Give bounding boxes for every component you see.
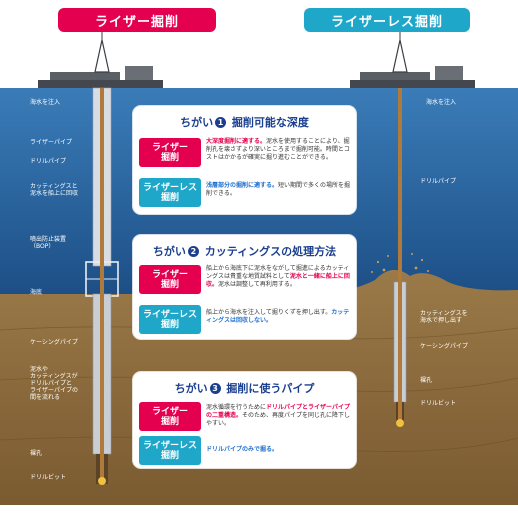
label-casing-pipe-right: ケーシングパイプ — [420, 343, 468, 350]
riserless-title: ライザーレス掘削 — [330, 14, 443, 30]
difference-label: ちがい — [152, 245, 186, 258]
label-line: 間を流れる — [30, 394, 61, 401]
label-cuttings-recovery: カッティングスと 泥水を船上に回収 — [30, 183, 78, 197]
label-line: 泥水を船上に回収 — [30, 190, 79, 197]
body-text: そのため、再度パイプを同じ孔に降下しやすい。 — [206, 412, 351, 427]
body-text: 泥水は調整して再利用する。 — [218, 281, 296, 288]
riser-tag: ライザー掘削 — [139, 402, 201, 431]
difference-number: 3 — [209, 383, 221, 394]
difference-number: 1 — [215, 117, 227, 128]
body-text: 泥水を使用することにより、掘削孔を壊さずより深いところまで掘削可能。時間とコスト… — [206, 138, 350, 161]
label-line: （BOP） — [30, 243, 55, 250]
label-drill-bit-right: ドリルビット — [420, 400, 457, 407]
difference-title: 掘削可能な深度 — [231, 116, 309, 129]
label-seafloor: 海底 — [30, 289, 43, 296]
label-cuttings-pushed: カッティングスを 海水で押し出す — [420, 310, 468, 324]
label-drill-pipe-left: ドリルパイプ — [30, 158, 67, 165]
riserless-tag: ライザーレス掘削 — [139, 305, 201, 334]
right-drilling-ship — [350, 30, 475, 88]
tag-line: 掘削 — [160, 279, 179, 290]
label-riser-pipe: ライザーパイプ — [30, 139, 72, 146]
highlight-text: 浅層部分の掘削に適する。 — [206, 182, 279, 189]
riserless-description: ドリルパイプのみで掘る。 — [206, 446, 352, 454]
riserless-description: 浅層部分の掘削に適する。短い期間で多くの場所を掘削できる。 — [206, 182, 352, 198]
label-borehole-right: 裸孔 — [420, 377, 433, 384]
label-borehole-left: 裸孔 — [30, 450, 43, 457]
riser-title-tab: ライザー掘削 — [58, 8, 216, 32]
label-line: カッティングスが — [30, 373, 78, 380]
riser-description: 船上から海底下に泥水をながして掘進によるカッティングスは貴重な地質試料として泥水… — [206, 265, 352, 289]
highlight-text: 泥水と一緒に船上に回収。 — [206, 273, 350, 288]
label-mud-flow: 泥水や カッティングスが ドリルパイプと ライザーパイプの 間を流れる — [30, 366, 78, 401]
riserless-title-tab: ライザーレス掘削 — [304, 8, 470, 32]
label-line: 海水で押し出す — [420, 317, 463, 324]
riserless-description: 船上から海水を注入して掘りくずを押し出す。カッティングスは回収しない。 — [206, 309, 352, 325]
left-drill-pipe — [100, 88, 104, 480]
body-text: 短い期間で多くの場所を掘削できる。 — [206, 182, 351, 197]
tag-line: 掘削 — [160, 450, 179, 461]
difference-label: ちがい — [180, 116, 214, 129]
riserless-tag: ライザーレス掘削 — [139, 178, 201, 207]
highlight-text: 大深度掘削に適する。 — [206, 138, 267, 145]
left-drill-bit — [98, 477, 106, 485]
right-drill-bit — [396, 419, 404, 427]
tag-line: 掘削 — [160, 416, 179, 427]
highlight-text: カッティングスは回収しない。 — [206, 309, 350, 324]
label-drill-bit-left: ドリルビット — [30, 474, 67, 481]
body-text: 船上から海底下に泥水をながして掘進によるカッティングスは貴重な地質試料として — [206, 265, 350, 280]
label-casing-pipe-left: ケーシングパイプ — [30, 339, 78, 346]
riser-description: 泥水循環を行うためにドリルパイプとライザーパイプの二重構造。そのため、再度パイプ… — [206, 404, 352, 428]
tag-line: 掘削 — [160, 192, 179, 203]
riserless-tag: ライザーレス掘削 — [139, 436, 201, 465]
tag-line: 掘削 — [160, 152, 179, 163]
highlight-text: ドリルパイプのみで掘る。 — [206, 446, 279, 453]
label-line: 泥水や — [30, 366, 49, 373]
label-line: カッティングスと — [30, 183, 78, 190]
difference-title: カッティングスの処理方法 — [204, 245, 337, 258]
label-line: カッティングスを — [420, 310, 468, 317]
body-text: 泥水循環を行うために — [206, 404, 267, 411]
tag-line: ライザー — [151, 269, 188, 280]
riser-tag: ライザー掘削 — [139, 265, 201, 294]
tag-line: ライザーレス — [142, 440, 197, 451]
cuttings-particles — [371, 253, 429, 273]
label-bop: 噴出防止装置 （BOP） — [30, 236, 66, 250]
body-text: 船上から海水を注入して掘りくずを押し出す。 — [206, 309, 332, 316]
riser-description: 大深度掘削に適する。泥水を使用することにより、掘削孔を壊さずより深いところまで掘… — [206, 138, 352, 162]
tag-line: ライザー — [151, 142, 188, 153]
difference-label: ちがい — [174, 382, 208, 395]
label-line: 噴出防止装置 — [30, 236, 67, 243]
left-drilling-ship — [38, 30, 163, 88]
riser-tag: ライザー掘削 — [139, 138, 201, 167]
tag-line: ライザーレス — [142, 182, 197, 193]
tag-line: 掘削 — [160, 319, 179, 330]
label-seawater-injection-left: 海水を注入 — [30, 99, 61, 106]
right-drill-pipe — [398, 88, 402, 422]
label-seawater-injection-right: 海水を注入 — [426, 99, 457, 106]
difference-title: 掘削に使うパイプ — [226, 382, 315, 395]
tag-line: ライザーレス — [142, 309, 197, 320]
label-line: ドリルパイプと — [30, 380, 73, 387]
label-drill-pipe-right: ドリルパイプ — [420, 178, 457, 185]
difference-number: 2 — [187, 246, 199, 257]
highlight-text: ドリルパイプとライザーパイプの二重構造。 — [206, 404, 350, 419]
tag-line: ライザー — [151, 406, 188, 417]
riser-title: ライザー掘削 — [94, 14, 179, 30]
label-line: ライザーパイプの — [30, 387, 78, 394]
